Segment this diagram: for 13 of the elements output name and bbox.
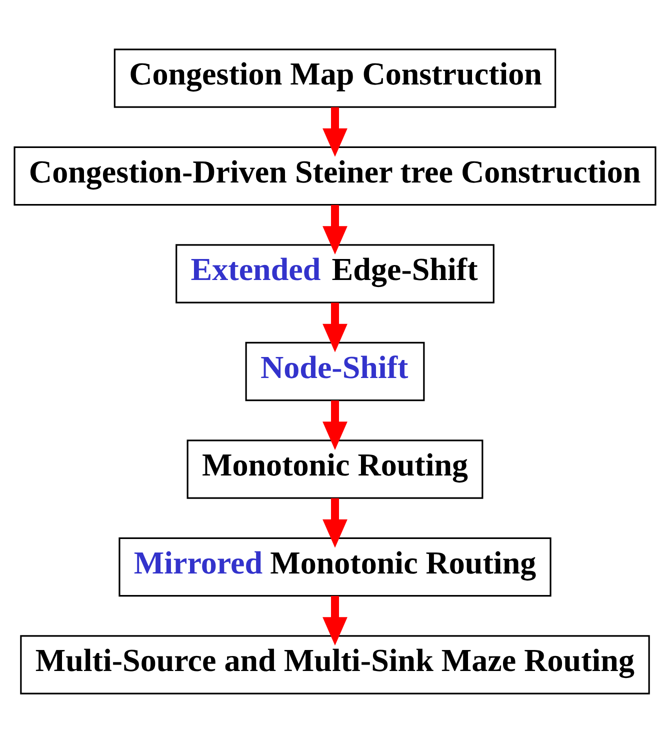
- node-box: Multi-Source and Multi-Sink Maze Routing: [20, 634, 650, 694]
- arrow: [322, 204, 348, 254]
- arrow: [322, 106, 348, 156]
- node-box: Extended Edge-Shift: [176, 244, 494, 303]
- node-box: Congestion Map Construction: [114, 48, 556, 108]
- node-box: Node-Shift: [245, 341, 425, 401]
- node-box: Monotonic Routing: [186, 439, 484, 498]
- node-box: Congestion-Driven Steiner tree Construction: [14, 146, 656, 206]
- arrow: [322, 302, 348, 352]
- arrow: [322, 400, 348, 450]
- arrow: [322, 498, 348, 548]
- arrow: [322, 595, 348, 646]
- node-box: Mirrored Monotonic Routing: [118, 536, 552, 596]
